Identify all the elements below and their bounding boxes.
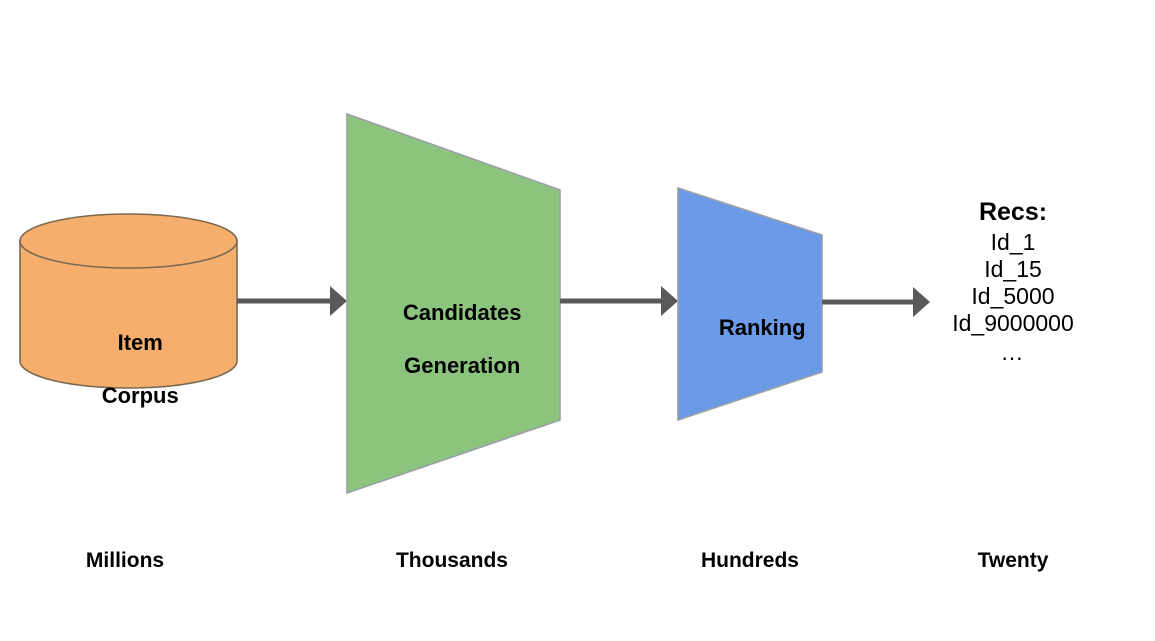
arrowhead-icon bbox=[661, 286, 678, 316]
edge-corpus-to-candidates bbox=[237, 286, 347, 316]
arrowhead-icon bbox=[330, 286, 347, 316]
stage-label-millions: Millions bbox=[85, 549, 165, 572]
trapezoid-candidates bbox=[346, 112, 561, 495]
cylinder-body bbox=[19, 240, 238, 389]
node-item-corpus-shape[interactable] bbox=[19, 213, 238, 389]
recs-ellipsis: … bbox=[1000, 339, 1026, 365]
node-recs-output: Recs: Id_1 Id_15 Id_5000 Id_9000000 … bbox=[913, 200, 1113, 364]
recs-item-2: Id_15 bbox=[984, 256, 1042, 282]
node-candidates-generation-shape[interactable] bbox=[346, 112, 561, 495]
recs-item-4: Id_9000000 bbox=[952, 310, 1074, 336]
stage-label-twenty: Twenty bbox=[977, 549, 1049, 572]
stage-label-thousands: Thousands bbox=[395, 549, 508, 572]
arrowhead-icon bbox=[913, 287, 930, 317]
node-ranking-shape[interactable] bbox=[677, 186, 823, 422]
stage-label-hundreds: Hundreds bbox=[700, 549, 799, 572]
recs-item-1: Id_1 bbox=[990, 229, 1036, 255]
edge-candidates-to-ranking bbox=[560, 286, 678, 316]
trapezoid-ranking bbox=[677, 186, 823, 422]
recs-title: Recs: bbox=[978, 198, 1048, 226]
recs-item-3: Id_5000 bbox=[971, 283, 1055, 309]
cylinder-top-ellipse bbox=[19, 213, 238, 269]
edge-ranking-to-recs bbox=[822, 287, 930, 317]
